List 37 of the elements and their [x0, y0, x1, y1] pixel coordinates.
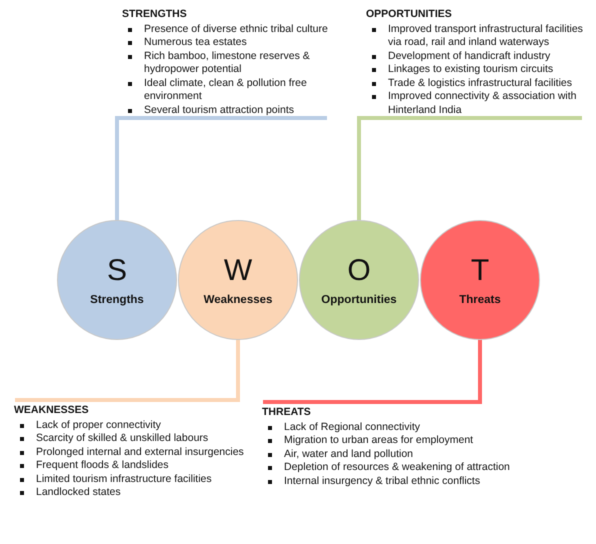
- bullet-item: Improved transport infrastructural facilities via road, rail and inland waterways: [388, 22, 584, 50]
- bullet-item: Limited tourism infrastructure facilities: [36, 472, 212, 486]
- bullet-item: Scarcity of skilled & unskilled labours: [36, 432, 208, 446]
- letter-label: W: [224, 254, 252, 288]
- section-heading: WEAKNESSES: [14, 404, 90, 418]
- letter-label: O: [347, 254, 371, 288]
- bullet-item: Rich bamboo, limestone reserves & hydropower potential: [144, 50, 311, 76]
- bullet-item: Improved connectivity & association with Hinterland India: [388, 90, 578, 117]
- leader-line: [15, 339, 240, 402]
- bullet-item: Development of handicraft industry: [388, 50, 550, 63]
- bullet-item: Lack of proper connectivity: [36, 418, 161, 432]
- section-heading: THREATS: [262, 406, 312, 420]
- leader-line: [357, 116, 582, 221]
- bullet-item: Landlocked states: [36, 486, 121, 500]
- circle-label: Strengths: [90, 294, 144, 306]
- bullet-item: Frequent floods & landslides: [36, 459, 168, 472]
- circle-label: Opportunities: [321, 294, 397, 306]
- bullet-item: Several tourism attraction points: [144, 104, 294, 117]
- circle-label: Weaknesses: [204, 294, 272, 306]
- bullet-item: Migration to urban areas for employment: [284, 434, 474, 448]
- letter-label: T: [470, 254, 490, 288]
- bullet-item: Lack of Regional connectivity: [284, 420, 420, 434]
- leader-line: [115, 116, 327, 221]
- section-heading: STRENGTHS: [122, 8, 188, 22]
- section-heading: OPPORTUNITIES: [366, 8, 453, 22]
- bullet-item: Numerous tea estates: [144, 36, 247, 50]
- bullet-item: Ideal climate, clean & pollution free environment: [144, 76, 308, 104]
- bullet-item: Depletion of resources & weakening of attraction: [284, 461, 510, 474]
- bullet-item: Trade & logistics infrastructural facilities: [388, 76, 572, 90]
- bullet-item: Linkages to existing tourism circuits: [388, 63, 554, 76]
- bullet-item: Air, water and land pollution: [284, 448, 413, 461]
- letter-label: S: [106, 254, 127, 288]
- circle-label: Threats: [459, 294, 501, 306]
- bullet-item: Presence of diverse ethnic tribal culture: [144, 22, 328, 36]
- bullet-item: Prolonged internal and external insurgencies: [36, 446, 244, 459]
- leader-line: [263, 339, 482, 404]
- bullet-item: Internal insurgency & tribal ethnic conflicts: [284, 474, 480, 488]
